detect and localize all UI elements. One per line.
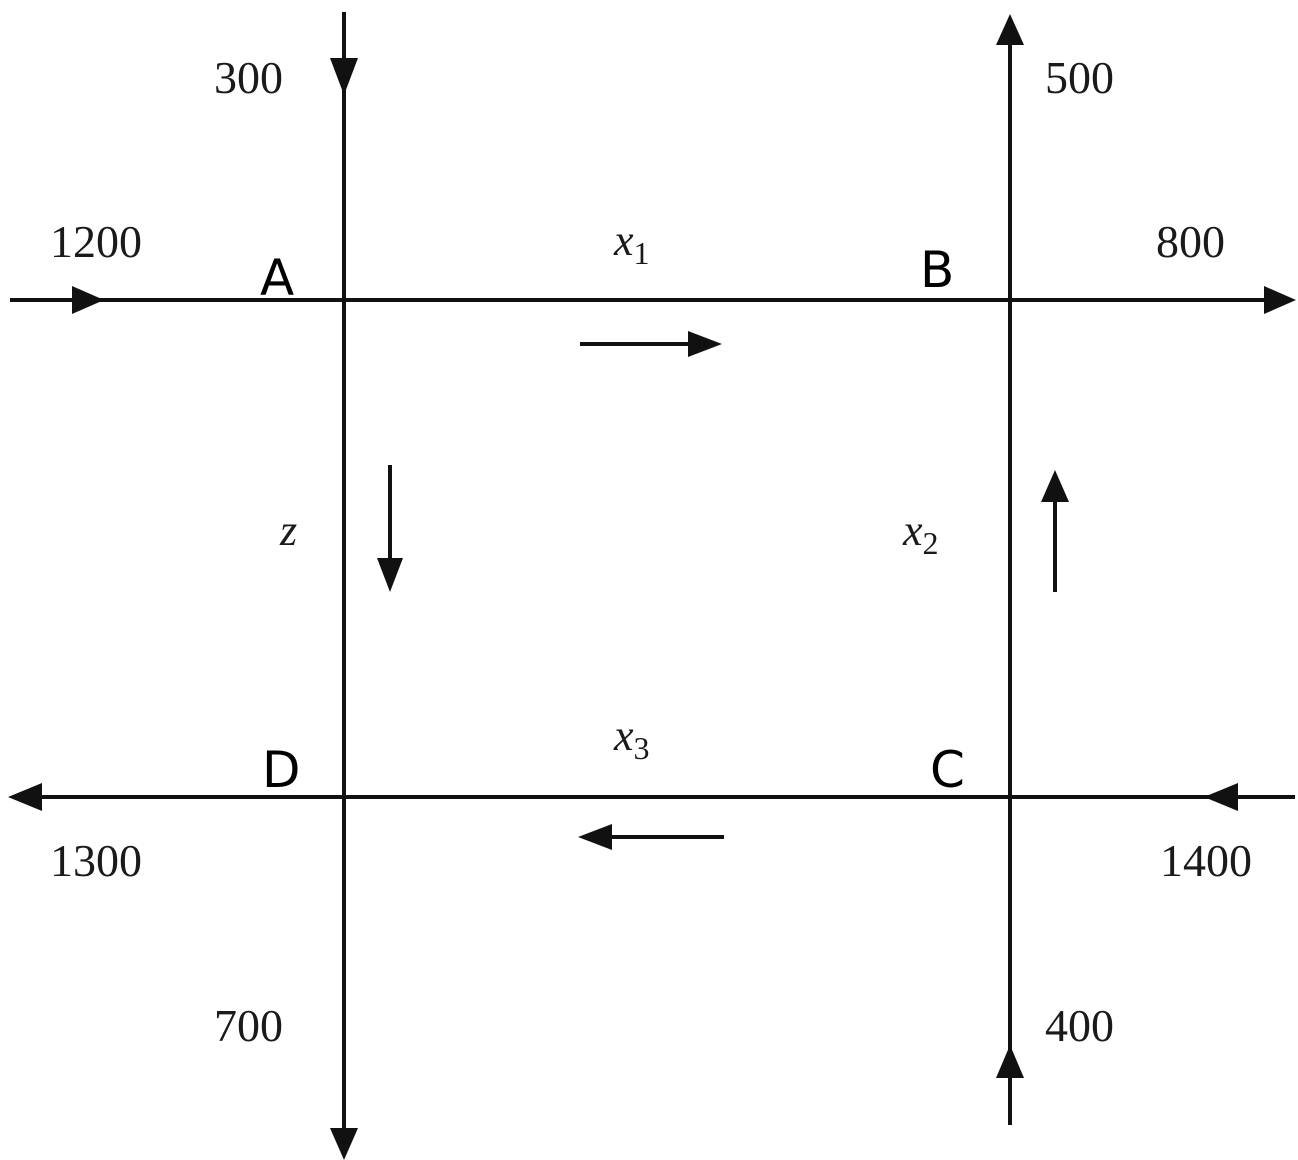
flow-right-upper-value: 800 [1156, 216, 1225, 267]
flow-arrow-ab-head [688, 331, 722, 357]
arrowhead-top-left-inflow [330, 58, 358, 95]
flow-label-ab-var: x [613, 216, 634, 265]
flow-arrow-ad-head [377, 558, 403, 592]
arrowhead-right-lower-inflow [1204, 783, 1238, 811]
flow-bottom-left-value: 700 [214, 1000, 283, 1051]
flow-label-ab-sub: 1 [634, 235, 650, 271]
flow-arrow-cd-head [578, 824, 612, 850]
node-label-a: A [260, 249, 294, 307]
arrowhead-bottom-left-outflow [330, 1128, 358, 1160]
flow-label-cd-var: x [613, 711, 634, 760]
flow-top-left-value: 300 [214, 52, 283, 103]
flow-label-cd: x3 [613, 711, 650, 766]
flow-label-ad: z [279, 506, 297, 555]
arrowhead-top-right-outflow [996, 14, 1024, 45]
node-label-b: B [920, 241, 954, 299]
flow-label-cd-sub: 3 [634, 730, 650, 766]
flow-bottom-right-value: 400 [1045, 1000, 1114, 1051]
flow-label-cb-sub: 2 [923, 525, 939, 561]
flow-label-cb-var: x [902, 506, 923, 555]
node-label-c: C [930, 741, 965, 799]
flow-left-upper-value: 1200 [50, 216, 142, 267]
flow-top-right-value: 500 [1045, 52, 1114, 103]
flow-left-lower-value: 1300 [50, 835, 142, 886]
flow-arrow-cb-head [1041, 470, 1069, 502]
node-label-d: D [262, 741, 301, 799]
arrowhead-right-upper-outflow [1264, 286, 1296, 314]
arrowhead-left-upper-inflow [72, 286, 104, 314]
arrowhead-bottom-right-inflow [996, 1045, 1024, 1078]
flow-label-ab: x1 [613, 216, 650, 271]
flow-label-ad-var: z [279, 506, 297, 555]
flow-right-lower-value: 1400 [1160, 835, 1252, 886]
arrowhead-left-lower-outflow [8, 783, 42, 811]
flow-label-cb: x2 [902, 506, 939, 561]
